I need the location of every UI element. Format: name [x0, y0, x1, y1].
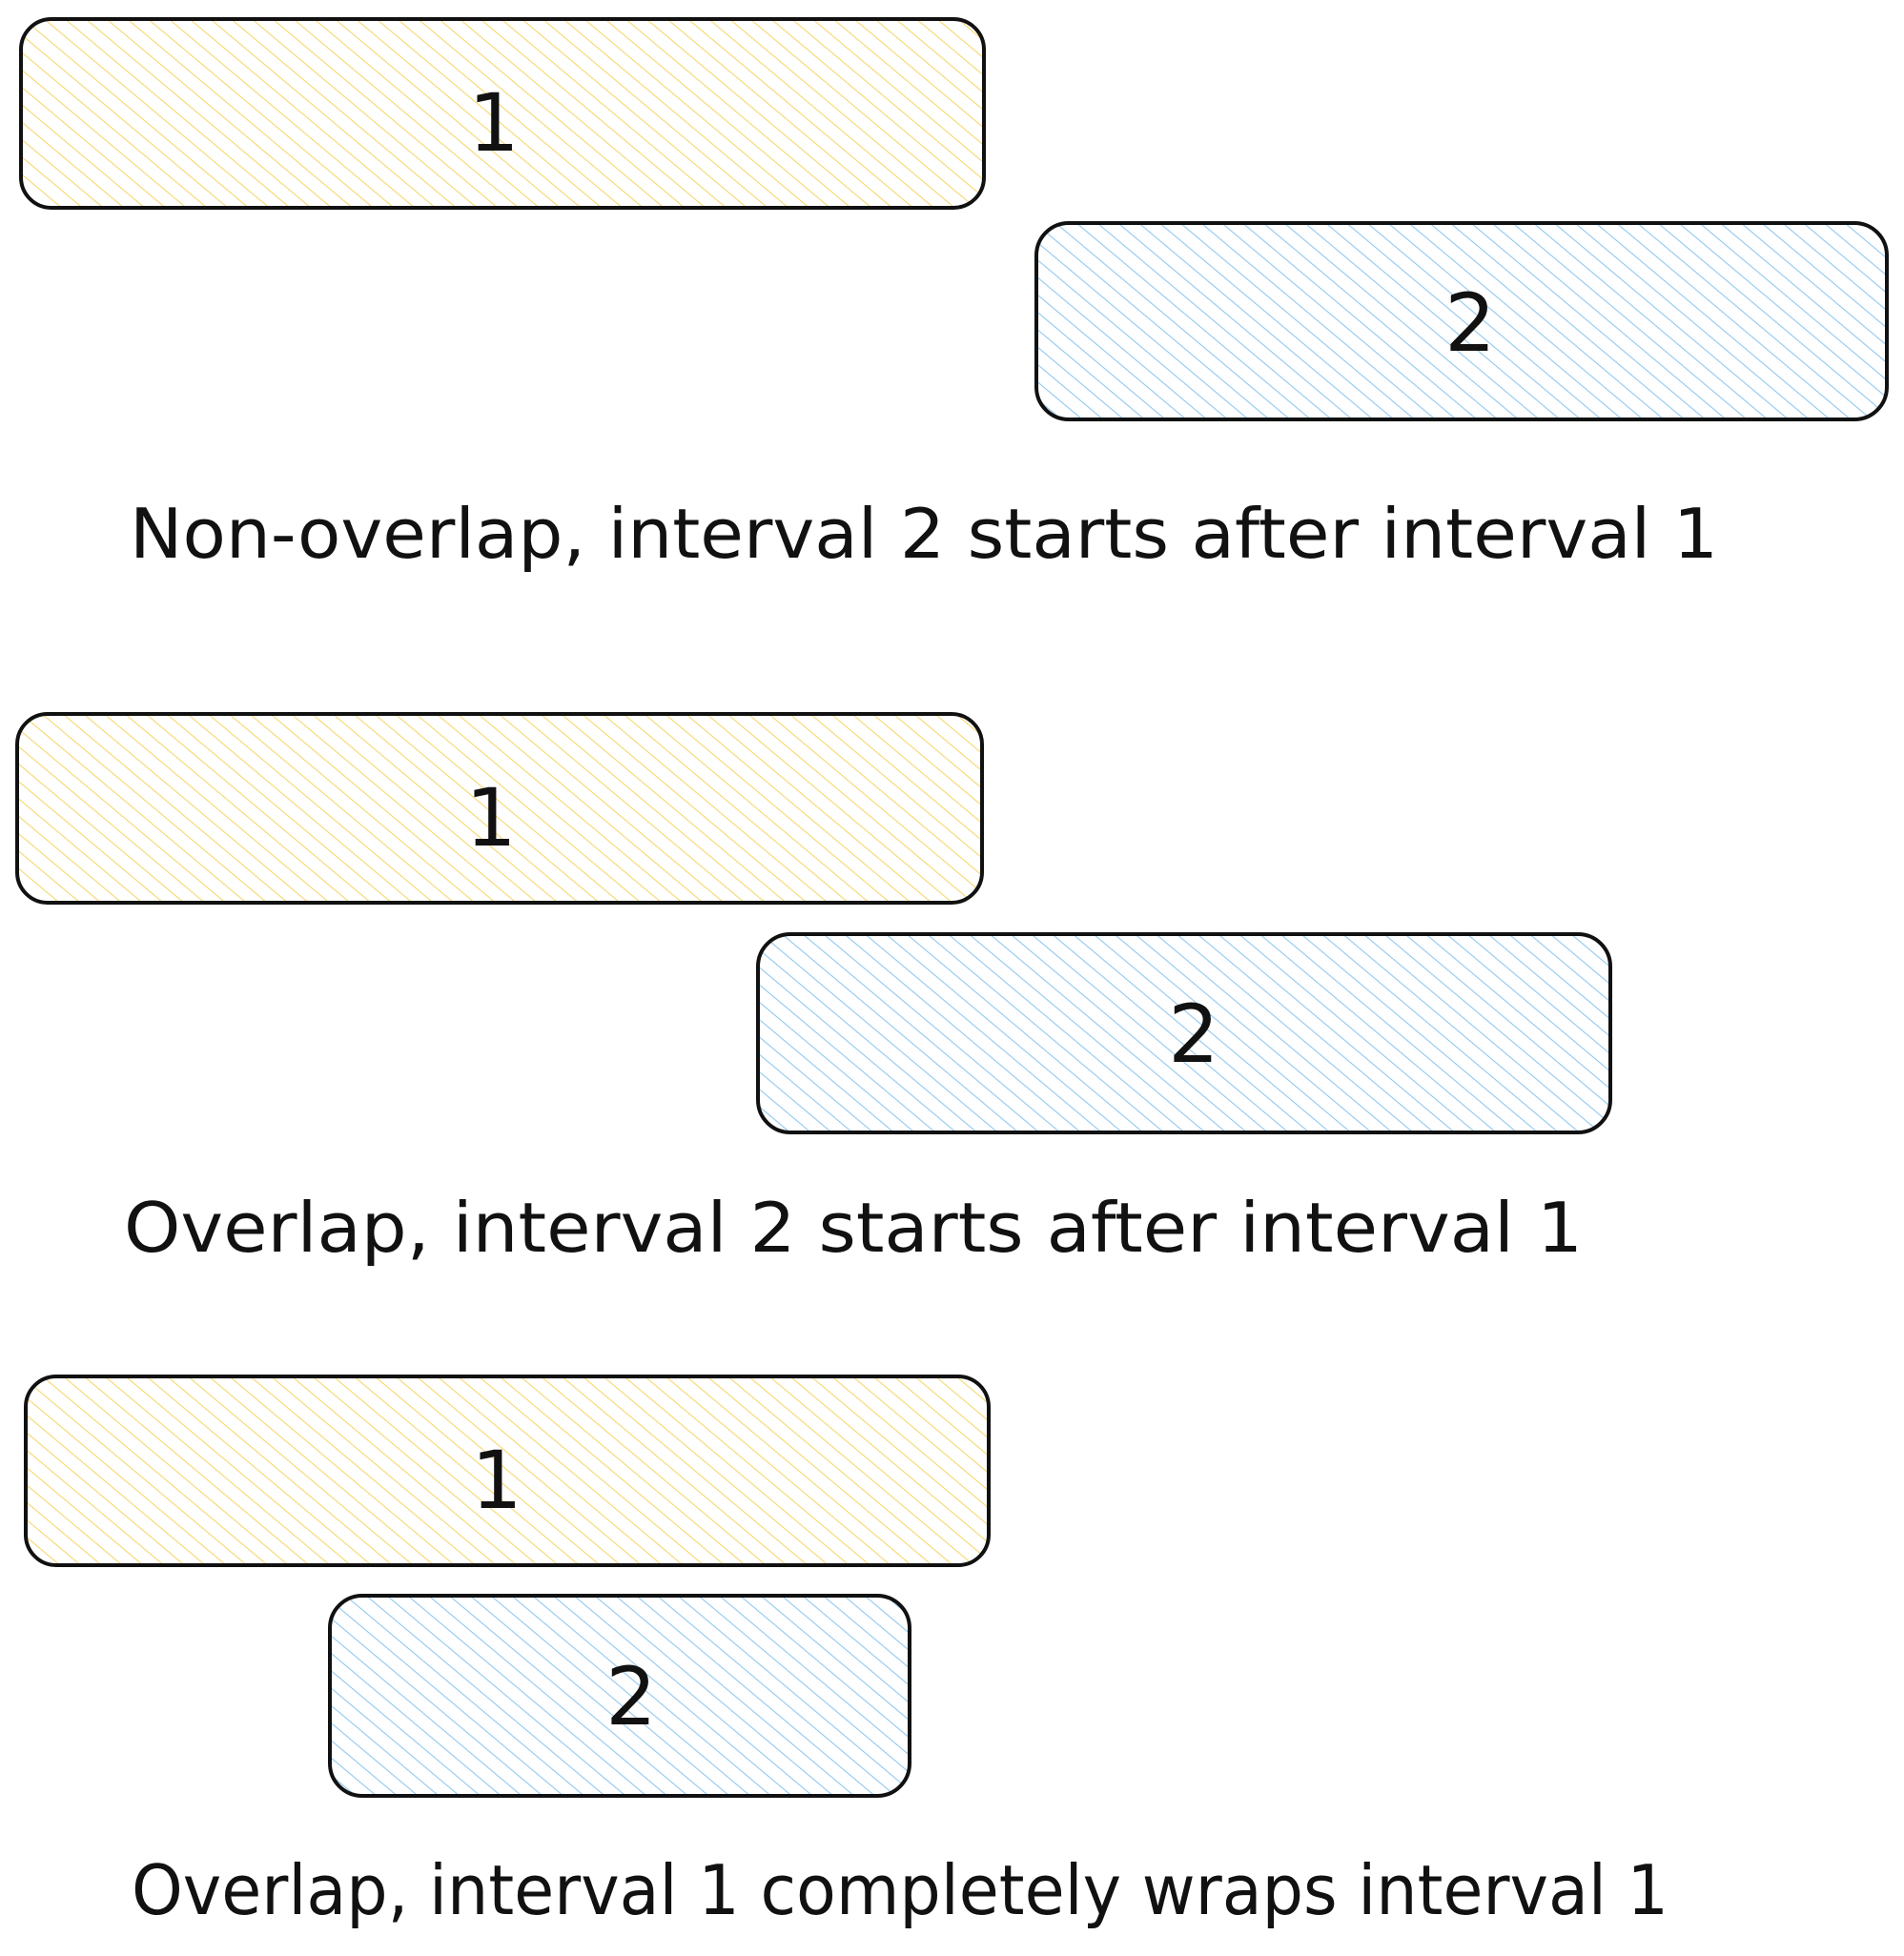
case-caption: Non-overlap, interval 2 starts after int…	[130, 494, 1718, 574]
interval-2-bar: 2	[328, 1594, 911, 1798]
case-partial-overlap: 1 2 Overlap, interval 2 starts after int…	[15, 712, 1612, 1268]
interval-1-bar: 1	[24, 1375, 991, 1567]
interval-1-label: 1	[465, 771, 516, 865]
interval-1-bar: 1	[15, 712, 984, 905]
interval-1-label: 1	[468, 76, 519, 170]
case-non-overlap: 1 2 Non-overlap, interval 2 starts after…	[19, 17, 1889, 574]
interval-2-label: 2	[605, 1650, 656, 1743]
case-full-wrap: 1 2 Overlap, interval 1 completely wraps…	[24, 1375, 1669, 1930]
interval-1-bar: 1	[19, 17, 986, 210]
interval-2-bar: 2	[1034, 221, 1889, 421]
interval-2-label: 2	[1168, 988, 1218, 1081]
case-caption: Overlap, interval 2 starts after interva…	[124, 1188, 1583, 1268]
interval-2-bar: 2	[756, 932, 1612, 1134]
interval-2-label: 2	[1444, 276, 1495, 370]
interval-1-label: 1	[471, 1434, 522, 1527]
case-caption: Overlap, interval 1 completely wraps int…	[132, 1850, 1669, 1930]
